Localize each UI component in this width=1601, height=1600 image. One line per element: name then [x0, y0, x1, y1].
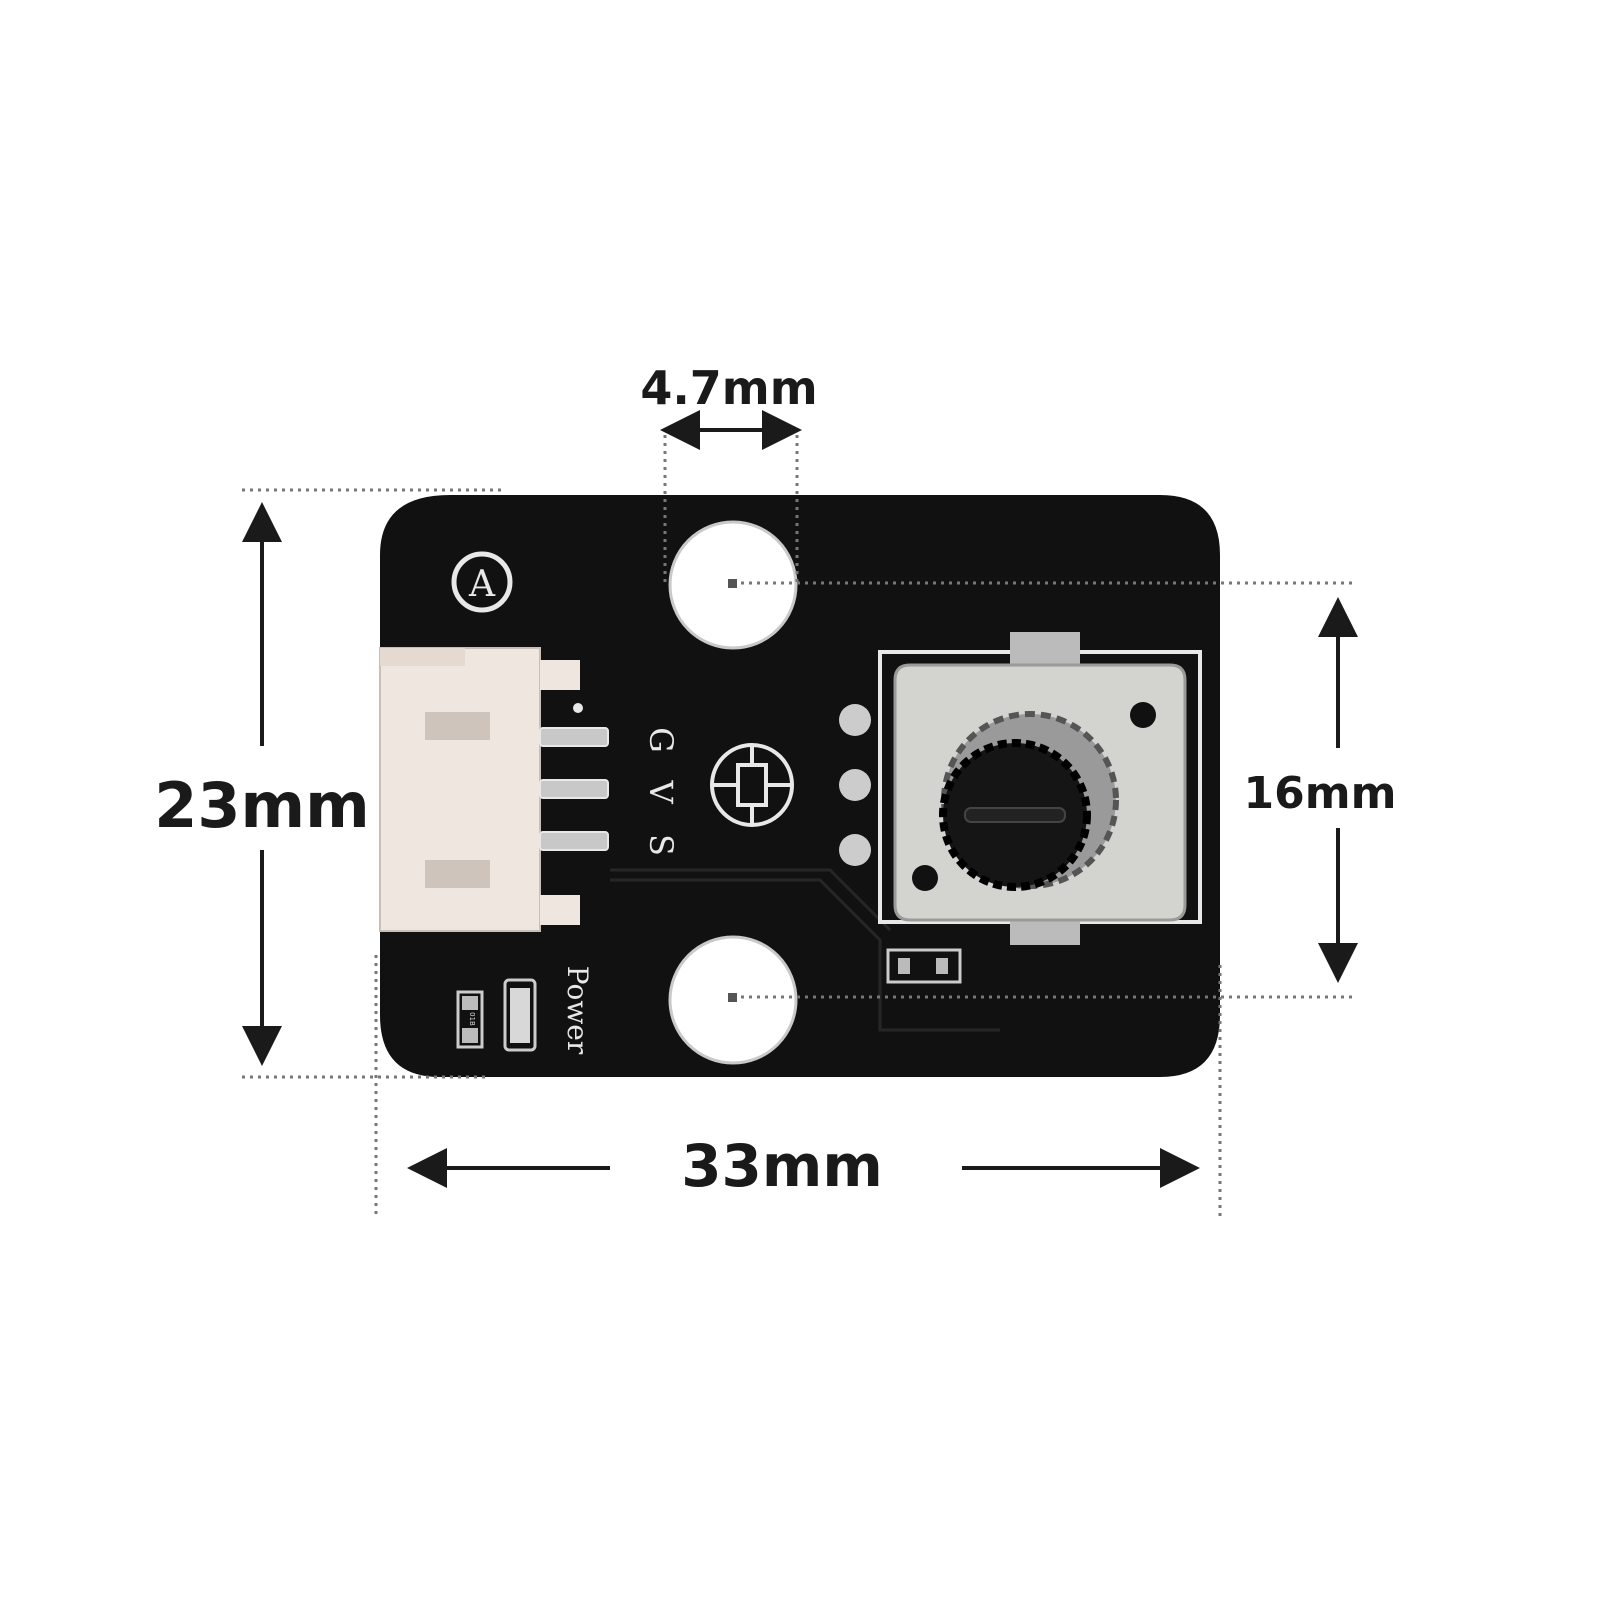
width-label: 33mm: [681, 1132, 883, 1200]
hole-diameter-label: 4.7mm: [640, 361, 817, 415]
pin-labels: G V S: [642, 727, 680, 856]
svg-text:S: S: [642, 834, 680, 856]
potentiometer-symbol-icon: [710, 743, 794, 827]
a-logo: A: [451, 551, 513, 613]
svg-text:A: A: [468, 564, 496, 605]
svg-text:01B: 01B: [468, 1012, 476, 1026]
power-label: Power: [561, 966, 594, 1055]
power-led: [503, 978, 537, 1052]
pcb-traces: [610, 868, 1000, 1032]
dimension-guides: [242, 435, 1355, 1218]
jst-connector: [379, 647, 609, 932]
svg-text:V: V: [642, 779, 680, 804]
height-label: 23mm: [154, 769, 370, 842]
hole-spacing-label: 16mm: [1244, 768, 1397, 819]
rotary-potentiometer: [839, 632, 1202, 945]
smd-resistor: 01B: [456, 990, 484, 1049]
smd-component-right: [886, 948, 962, 984]
svg-text:G: G: [642, 727, 680, 753]
